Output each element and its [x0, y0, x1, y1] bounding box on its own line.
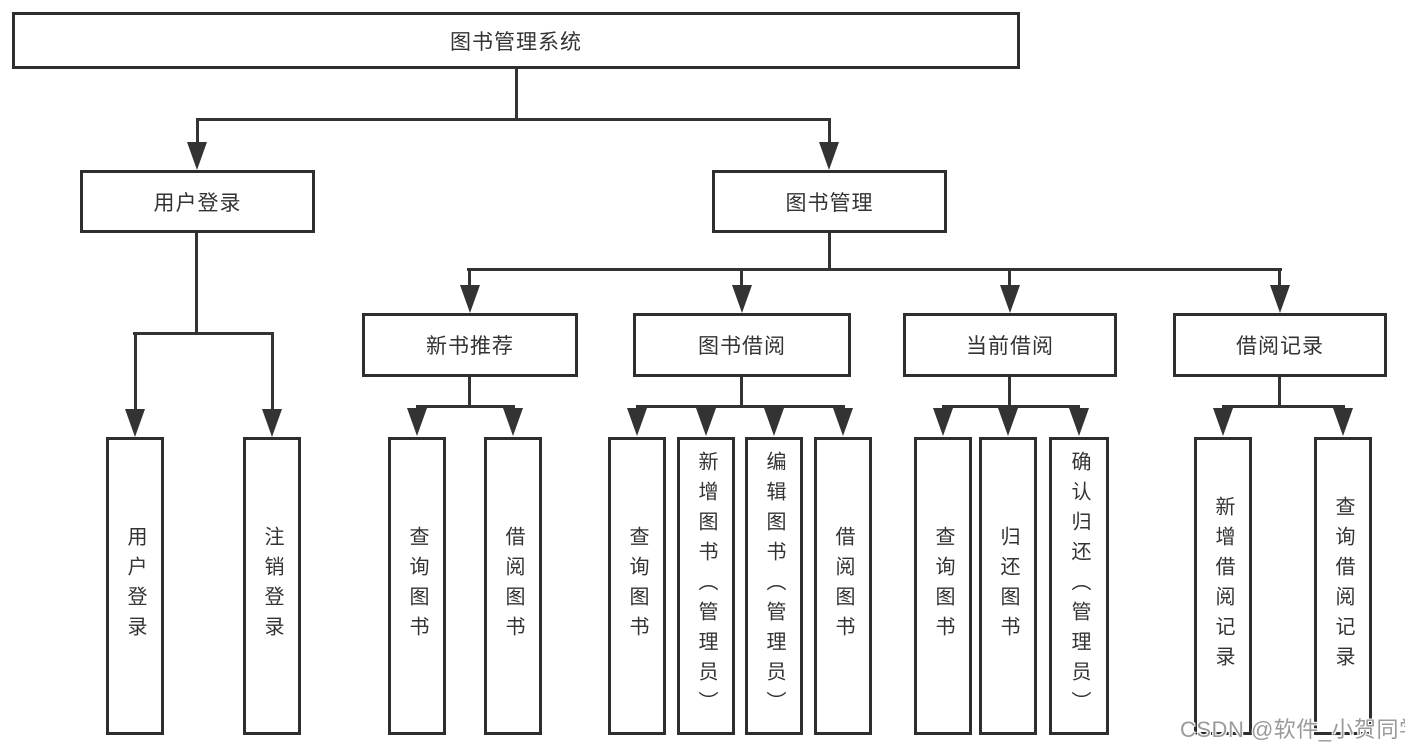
- node-current-borrowing: 当前借阅: [903, 313, 1117, 377]
- connector-stem: [1278, 375, 1281, 408]
- leaf-borrow-books-2-label: 借阅图书: [832, 526, 854, 646]
- arrow-down-icon: [1069, 408, 1089, 436]
- leaf-query-books-3: 查询图书: [914, 437, 972, 735]
- connector-bar: [1222, 405, 1345, 408]
- leaf-logout-label: 注销登录: [261, 526, 283, 646]
- leaf-borrow-books-1-label: 借阅图书: [502, 526, 524, 646]
- arrow-down-icon: [262, 409, 282, 437]
- leaf-borrow-books-1: 借阅图书: [484, 437, 542, 735]
- node-book-borrowing-label: 图书借阅: [698, 335, 786, 358]
- arrow-down-icon: [503, 408, 523, 436]
- leaf-query-books-3-label: 查询图书: [932, 526, 954, 646]
- connector-drop: [740, 268, 743, 288]
- leaf-query-books-1: 查询图书: [388, 437, 446, 735]
- connector-bar: [636, 405, 845, 408]
- csdn-watermark: CSDN @软件_小贺同学: [1180, 717, 1405, 742]
- leaf-borrow-books-2: 借阅图书: [814, 437, 872, 735]
- connector-stem: [1008, 375, 1011, 408]
- connector-stem: [740, 375, 743, 408]
- node-book-borrowing: 图书借阅: [633, 313, 851, 377]
- connector-book-mgmt-stem: [828, 232, 831, 271]
- leaf-query-books-1-label: 查询图书: [406, 526, 428, 646]
- leaf-user-login-label: 用户登录: [124, 526, 146, 646]
- leaf-return-books: 归还图书: [979, 437, 1037, 735]
- connector-drop: [1278, 268, 1281, 288]
- arrow-down-icon: [125, 409, 145, 437]
- connector-book-mgmt-bar: [467, 268, 1282, 271]
- arrow-down-icon: [998, 408, 1018, 436]
- leaf-return-books-label: 归还图书: [997, 526, 1019, 646]
- connector-drop: [1008, 268, 1011, 288]
- arrow-down-icon: [833, 408, 853, 436]
- leaf-logout: 注销登录: [243, 437, 301, 735]
- arrow-down-icon: [460, 285, 480, 313]
- arrow-down-icon: [1270, 285, 1290, 313]
- leaf-add-books-admin: 新增图书（管理员）: [677, 437, 735, 735]
- connector-drop: [134, 332, 137, 410]
- connector-user-login-drop: [196, 118, 199, 144]
- leaf-query-borrow-record: 查询借阅记录: [1314, 437, 1372, 735]
- node-current-borrowing-label: 当前借阅: [966, 335, 1054, 358]
- arrow-down-icon: [764, 408, 784, 436]
- arrow-down-icon: [627, 408, 647, 436]
- leaf-add-borrow-record-label: 新增借阅记录: [1212, 496, 1234, 676]
- node-borrowing-records-label: 借阅记录: [1236, 335, 1324, 358]
- leaf-query-borrow-record-label: 查询借阅记录: [1332, 496, 1354, 676]
- arrow-down-icon: [187, 142, 207, 170]
- arrow-down-icon: [732, 285, 752, 313]
- node-borrowing-records: 借阅记录: [1173, 313, 1387, 377]
- node-book-management-label: 图书管理: [785, 191, 874, 215]
- arrow-down-icon: [1333, 408, 1353, 436]
- arrow-down-icon: [933, 408, 953, 436]
- connector-bar: [942, 405, 1080, 408]
- leaf-user-login: 用户登录: [106, 437, 164, 735]
- connector-drop: [271, 332, 274, 410]
- connector-drop: [468, 268, 471, 288]
- leaf-add-borrow-record: 新增借阅记录: [1194, 437, 1252, 735]
- connector-root-stem: [515, 69, 518, 120]
- arrow-down-icon: [696, 408, 716, 436]
- node-root: 图书管理系统: [12, 12, 1020, 69]
- leaf-confirm-return-admin-label: 确认归还（管理员）: [1068, 451, 1090, 721]
- leaf-edit-books-admin: 编辑图书（管理员）: [745, 437, 803, 735]
- connector-root-bar: [196, 118, 830, 121]
- arrow-down-icon: [819, 142, 839, 170]
- arrow-down-icon: [407, 408, 427, 436]
- leaf-edit-books-admin-label: 编辑图书（管理员）: [763, 451, 785, 721]
- node-root-label: 图书管理系统: [450, 30, 582, 54]
- leaf-add-books-admin-label: 新增图书（管理员）: [695, 451, 717, 721]
- connector-stem: [468, 375, 471, 408]
- connector-user-login-bar: [133, 332, 274, 335]
- node-new-book-recommend-label: 新书推荐: [426, 335, 514, 358]
- node-book-management: 图书管理: [712, 170, 947, 233]
- leaf-confirm-return-admin: 确认归还（管理员）: [1049, 437, 1109, 735]
- leaf-query-books-2: 查询图书: [608, 437, 666, 735]
- leaf-query-books-2-label: 查询图书: [626, 526, 648, 646]
- connector-book-mgmt-drop: [828, 118, 831, 144]
- node-new-book-recommend: 新书推荐: [362, 313, 578, 377]
- connector-bar: [416, 405, 515, 408]
- node-user-login-label: 用户登录: [153, 191, 242, 215]
- arrow-down-icon: [1000, 285, 1020, 313]
- node-user-login: 用户登录: [80, 170, 315, 233]
- arrow-down-icon: [1213, 408, 1233, 436]
- connector-user-login-stem: [195, 232, 198, 335]
